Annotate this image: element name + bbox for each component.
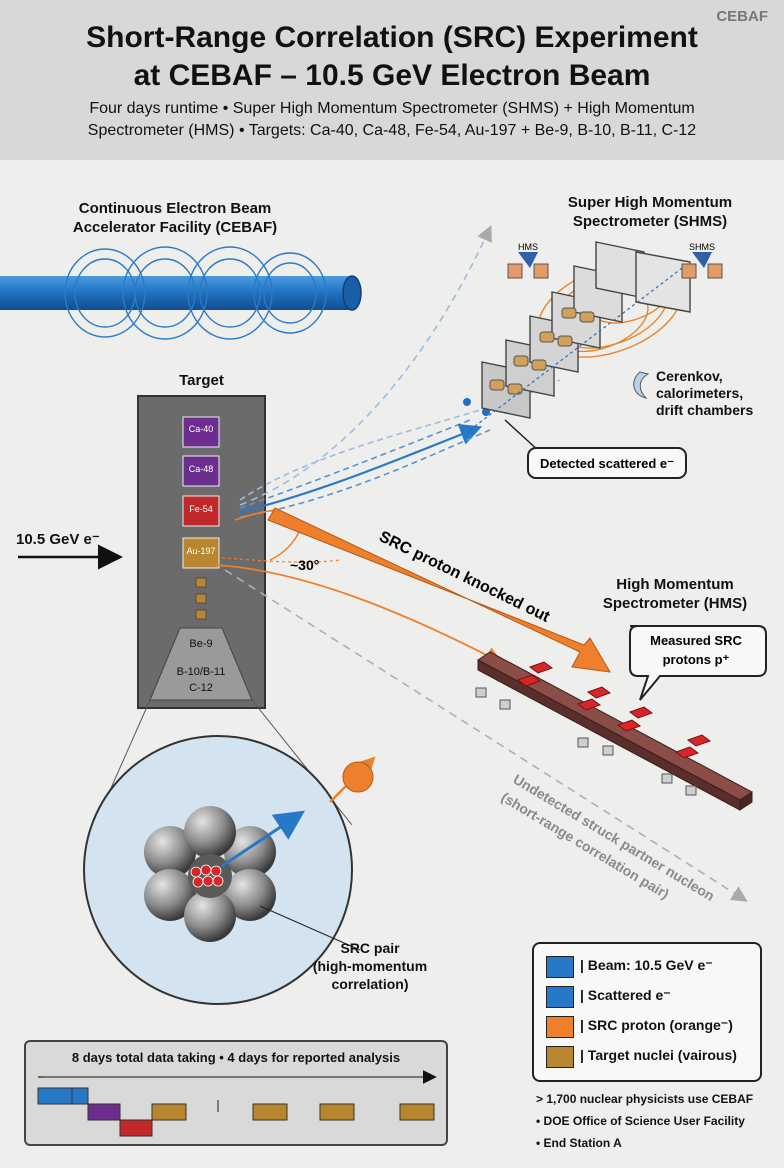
nucleus-nucleons [144, 806, 276, 942]
src-proton-arrow [267, 507, 611, 673]
page-title-line2: at CEBAF – 10.5 GeV Electron Beam [133, 59, 651, 92]
light-target-b10-b11: B-10/B-11 [176, 666, 226, 678]
fact-item: • End Station A [536, 1136, 622, 1150]
light-target-c12: C-12 [189, 682, 213, 694]
magnet-label-hms: HMS [518, 242, 538, 252]
magnet-label-shms: SHMS [689, 242, 715, 252]
detected-electron-label: Detected scattered e⁻ [540, 456, 674, 471]
subtitle-line1: Four days runtime • Super High Momentum … [89, 100, 695, 117]
legend-swatch [546, 986, 574, 1008]
hms-hit-pads [516, 661, 712, 759]
proton-trajectory-fe [234, 509, 276, 521]
header-banner: CEBAF Short-Range Correlation (SRC) Expe… [0, 0, 784, 160]
brand-label: CEBAF [716, 8, 768, 25]
magnet-icon [681, 252, 723, 279]
shms-detectors-line1: Cerenkov, [656, 368, 723, 384]
subtitle-line2: Spectrometer (HMS) • Targets: Ca-40, Ca-… [87, 122, 697, 139]
scattering-angle-arc [269, 529, 301, 561]
callout-pointer [504, 419, 541, 453]
legend-label: | SRC proton (orange⁻) [580, 1017, 733, 1033]
detected-electron-callout [527, 447, 687, 479]
foil-ca40-label: Ca-40 [188, 424, 214, 434]
foil-fe54 [182, 495, 220, 527]
shms-detectors-line2: calorimeters, [656, 385, 744, 401]
target-foils [182, 416, 220, 620]
facility-facts: > 1,700 nuclear physicists use CEBAF • D… [536, 1088, 776, 1154]
hms-title-line2: Spectrometer (HMS) [602, 595, 748, 612]
timeline-axis [38, 1070, 437, 1112]
foil-ca48 [182, 455, 220, 487]
shms-optical-axis [469, 261, 691, 431]
hms-sensor-modules [475, 687, 697, 796]
hms-title-line1: High Momentum [616, 576, 734, 593]
src-pair-label-line2: (high-momentum [312, 958, 428, 974]
foil-fe54-label: Fe-54 [189, 504, 213, 514]
shms-detector-plates [481, 241, 691, 419]
accelerator-label-line1: Continuous Electron Beam [78, 200, 272, 217]
accelerator-label-line2: Accelerator Facility (CEBAF) [72, 219, 278, 236]
accelerator-beam-pipe [0, 246, 362, 340]
measured-protons-line2: protons p⁺ [663, 652, 730, 667]
shms-pmt-modules [489, 307, 595, 395]
legend-swatch [546, 1046, 574, 1068]
electron-dot [482, 408, 490, 416]
src-pair-label-line3: correlation) [331, 976, 409, 992]
hms-detector-bar [477, 651, 753, 811]
legend-box: | Beam: 10.5 GeV e⁻ | Scattered e⁻ | SRC… [532, 942, 762, 1082]
measured-protons-callout [629, 625, 767, 701]
src-pair-label-line1: SRC pair [340, 940, 400, 956]
legend-label: | Scattered e⁻ [580, 987, 671, 1003]
src-proton-label: SRC proton knocked out [376, 528, 553, 626]
timeline-runs [37, 1087, 435, 1137]
light-target-be9: Be-9 [189, 638, 213, 650]
shms-title-line1: Super High Momentum [567, 194, 733, 211]
struck-proton-arrow [221, 810, 305, 868]
foil-ca40 [182, 416, 220, 448]
page-title-line1: Short-Range Correlation (SRC) Experiment [86, 21, 698, 54]
foil-au197-label: Au-197 [186, 546, 216, 556]
legend-swatch [546, 956, 574, 978]
partner-label-line2: (short-range correlation pair) [498, 789, 672, 902]
fact-item: • DOE Office of Science User Facility [536, 1114, 745, 1128]
shms-title-line2: Spectrometer (SHMS) [572, 213, 728, 230]
partner-nucleon-path [224, 569, 748, 902]
src-pair-pointer [259, 905, 361, 951]
ejected-proton [342, 761, 374, 793]
electron-dot [463, 398, 471, 406]
legend-label: | Target nuclei (vairous) [580, 1047, 737, 1063]
shms-detectors-line3: drift chambers [656, 402, 754, 418]
foil-au197 [182, 537, 220, 569]
legend-swatch [546, 1016, 574, 1038]
proton-trajectory-au [214, 564, 504, 664]
magnet-icon [507, 252, 549, 279]
scattering-angle-label: ~30° [290, 557, 319, 573]
measured-protons-line1: Measured SRC [650, 633, 742, 648]
rf-coils [64, 246, 327, 340]
beam-energy-label: 10.5 GeV e⁻ [16, 531, 100, 548]
cerenkov-icon [633, 371, 650, 399]
legend-label: | Beam: 10.5 GeV e⁻ [580, 957, 713, 973]
target-title: Target [179, 372, 224, 389]
src-pair-cluster [190, 864, 224, 888]
fact-item: > 1,700 nuclear physicists use CEBAF [536, 1092, 754, 1106]
foil-ca48-label: Ca-48 [188, 464, 214, 474]
